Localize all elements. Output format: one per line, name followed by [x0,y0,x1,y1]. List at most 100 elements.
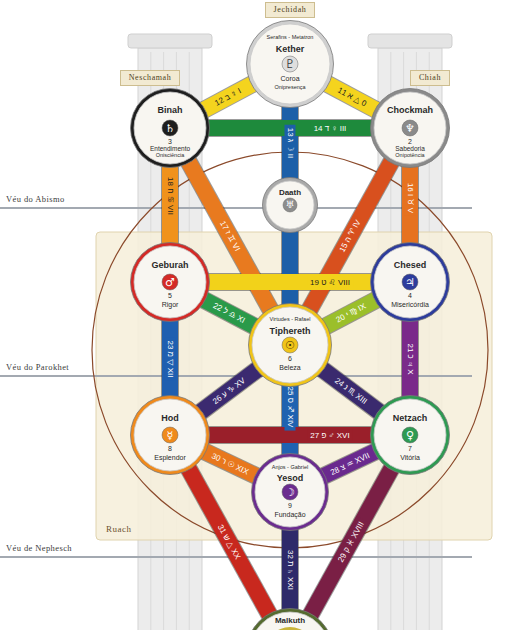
soul-tab: Chiah [410,70,450,86]
element-quadrant [272,627,307,630]
sephira-text: Malkuth [275,617,305,625]
sephira-circle: Netzach♀7Vitória [370,395,450,475]
sephira-text: Coroa [280,75,299,82]
sephira-face [266,181,314,229]
sephira-face [374,92,446,164]
path-label: 29 ק ♓ XVIII [334,517,368,567]
region-title: Ruach [106,524,132,534]
path-band [402,166,418,244]
sephira-text: Serafins - Metatron [267,35,314,41]
sephira-text: Kether [276,45,305,54]
path-band [204,84,253,110]
sephira-text: 2 [408,138,412,145]
sephira-text: Virtudes - Rafael [270,317,311,323]
sephira-text: Chockmah [387,106,433,115]
planet-symbol: ☉ [285,340,295,351]
sephira-text: Hod [161,414,179,423]
sephira-circle: Chesed♃4Misericórdia [370,242,450,322]
path-band-outline [204,300,255,327]
path-label: 11 א △ 0 [333,83,371,110]
planet-disc [402,427,418,443]
sephira-face [134,399,206,471]
sephira-text: Fundação [274,511,305,518]
sephira-ring [247,609,334,630]
sephira-text: Misericórdia [391,301,429,308]
path-band [162,320,178,397]
path-band [325,300,376,327]
path-label: 28 צ ♒ XVII [325,448,373,479]
planet-disc [402,120,418,136]
path-band-outline [327,84,376,110]
pillar-capital [128,34,212,48]
sephira-text: 5 [168,292,172,299]
tab-text: Neschamah [129,73,172,83]
enclosing-circle [92,152,488,548]
path-band-outline [208,273,372,291]
path-band-outline [401,166,419,244]
sephira-text: 9 [288,502,292,509]
path-label: 14 ד ♀ III [311,123,350,134]
sephira-face [250,24,330,104]
sephira-face [134,92,206,164]
planet-symbol: ♇ [285,58,296,70]
sephira-circle: Binah♄3EntendimentoOnisciência [130,88,210,168]
sephira-text: 6 [288,355,292,362]
path-band-outline [281,529,299,610]
ruach-region: RuachGeburah♂5RigorChesed♃4MisericórdiaV… [96,232,492,540]
sephira-text: Entendimento [150,146,190,153]
planet-disc [162,120,178,136]
sephira-text: Beleza [279,364,300,371]
sephira-ring [252,454,329,531]
sephira-text: Onisciência [156,153,184,159]
sephira-circle: Geburah♂5Rigor [130,242,210,322]
sephira-face [250,612,330,630]
sephira-ring [263,178,318,233]
path-label: 18 ח ♋ VII [165,174,176,218]
path-band-outline [161,166,179,244]
planet-disc [282,337,298,353]
sephira-text: Esplendor [154,454,186,461]
sephira-text: 4 [408,292,412,299]
path-band [282,529,298,610]
sephira-text: Daath [279,189,301,197]
path-band-outline [325,300,376,327]
pillar-capital [368,34,452,48]
veil-label: Véu do Parokhet [6,362,69,372]
sephira-text: Rigor [162,301,179,308]
sephira-circle: Daath♅ [262,177,318,233]
path-label: 20 י ♍ IX [331,299,370,327]
sephira-text: Netzach [393,414,428,423]
path-band [402,320,418,397]
planet-disc [402,274,418,290]
planet-disc [283,198,297,212]
path-label: 15 ה ♈ IV [336,215,366,257]
sephira-text: Chesed [394,261,427,270]
path-band-outline [161,320,179,397]
sephira-text: Tiphereth [270,327,311,336]
tab-text: Jechidah [274,5,307,15]
path-label: 21 כ ♃ X [405,340,416,377]
planet-disc [282,56,298,72]
sephira-text: Binah [157,106,182,115]
path-label: 16 ו ♉ V [405,180,416,216]
planet-symbol: ♀ [406,430,414,441]
path-band [162,166,178,244]
sephira-text: Geburah [151,261,188,270]
path-label: 19 ט ♌ VIII [307,277,353,288]
sephira-ring [249,304,332,387]
ruach-panel [96,232,492,540]
sephira-text: Sabedoria [395,146,425,153]
soul-tab: Jechidah [265,2,316,18]
sephira-text: Anjos - Gabriel [272,465,308,471]
veil-label: Véu do Abismo [6,194,65,204]
path-label: 30 ר ☉ XIX [207,449,253,479]
planet-symbol: ♆ [405,123,415,134]
path-band [204,300,255,327]
sephira-text: 8 [168,445,172,452]
sephira-circle: Serafins - MetatronKether♇CoroaOnipresen… [246,20,334,108]
sephira-ring [371,89,450,168]
path-band [322,369,380,412]
path-label: 24 נ ♏ XIII [330,373,372,408]
